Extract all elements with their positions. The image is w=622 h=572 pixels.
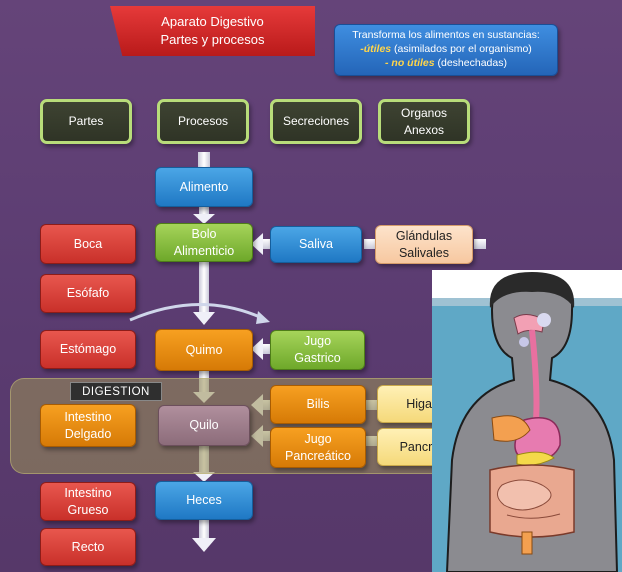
secrecion-jugo-gastrico: Jugo Gastrico [270,330,365,370]
digestion-label: DIGESTION [70,382,162,401]
proceso-bolo-alimenticio: Bolo Alimenticio [155,223,253,262]
header-partes: Partes [40,99,132,144]
secrecion-jugo-pancreatico: Jugo Pancreático [270,427,366,468]
parte-estomago: Estómago [40,330,136,369]
title-text: Aparato Digestivo Partes y procesos [160,14,265,47]
secrecion-saliva: Saliva [270,226,362,263]
arrow-glandulas-saliva [364,239,376,249]
digestive-system-illustration [432,270,622,572]
info-box: Transforma los alimentos en sustancias: … [334,24,558,76]
header-organos-anexos: Organos Anexos [378,99,470,144]
arrow-jugo-quimo [251,338,270,360]
arrow-glandulas-right [474,239,486,249]
proceso-quimo: Quimo [155,329,253,371]
parte-esofago: Esófafo [40,274,136,313]
parte-intestino-grueso: Intestino Grueso [40,482,136,521]
arrow-alimento-bolo [193,207,215,224]
proceso-quilo: Quilo [158,405,250,446]
title-banner: Aparato Digestivo Partes y procesos [110,6,315,56]
parte-intestino-delgado: Intestino Delgado [40,404,136,447]
arrow-saliva-bolo [251,233,270,255]
arrow-bolo-quimo [193,262,215,325]
parte-boca: Boca [40,224,136,264]
header-procesos: Procesos [157,99,249,144]
proceso-alimento: Alimento [155,167,253,207]
curved-arrow [129,303,270,324]
organo-glandulas-salivales: Glándulas Salivales [375,225,473,264]
arrow-to-alimento [198,152,210,168]
header-secreciones: Secreciones [270,99,362,144]
arrow-heces-end [192,520,216,552]
proceso-heces: Heces [155,481,253,520]
secrecion-bilis: Bilis [270,385,366,424]
parte-recto: Recto [40,528,136,566]
